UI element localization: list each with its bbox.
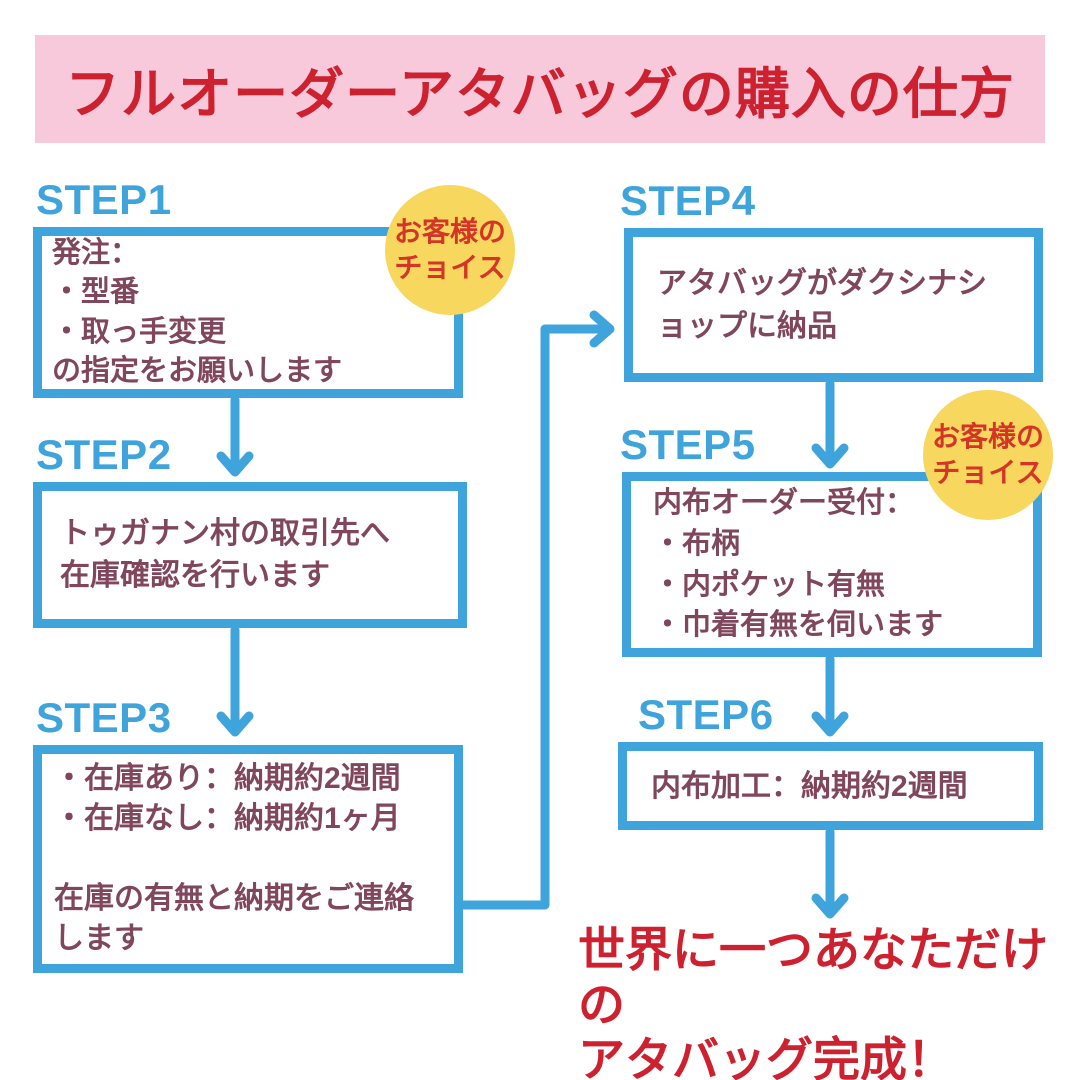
step4-text: アタバッグがダクシナシ ョップに納品 <box>657 266 987 344</box>
step6-box: 内布加工：納期約2週間 <box>618 742 1043 830</box>
arrowhead-step6-final <box>811 893 849 919</box>
arrowhead-step2-step3 <box>216 711 254 737</box>
arrowhead-step5-step6 <box>811 711 849 737</box>
step6-label: STEP6 <box>638 691 774 738</box>
step5-label: STEP5 <box>620 421 756 468</box>
arrowhead-step3-step4 <box>589 310 615 348</box>
customer-choice-badge-step1: お客様の チョイス <box>385 185 515 315</box>
step5-text: 内布オーダー受付： ・布柄 ・内ポケット有無 ・巾着有無を伺います <box>653 487 944 642</box>
completion-caption: 世界に一つあなただけの アタバッグ完成！ <box>578 923 1048 1080</box>
step3-box: ・在庫あり：納期約2週間 ・在庫なし：納期約1ヶ月 在庫の有無と納期をご連絡 し… <box>33 745 463 973</box>
arrowhead-step4-step5 <box>811 443 849 469</box>
arrowhead-step1-step2 <box>216 451 254 477</box>
step4-label: STEP4 <box>620 177 756 224</box>
page-title: フルオーダーアタバッグの購入の仕方 <box>65 63 1015 125</box>
step3-label: STEP3 <box>36 694 172 741</box>
step3-text: ・在庫あり：納期約2週間 ・在庫なし：納期約1ヶ月 在庫の有無と納期をご連絡 し… <box>54 762 414 955</box>
step4-box: アタバッグがダクシナシ ョップに納品 <box>624 228 1043 382</box>
title-banner: フルオーダーアタバッグの購入の仕方 <box>35 35 1045 143</box>
step2-label: STEP2 <box>36 431 172 478</box>
step2-box: トゥガナン村の取引先へ 在庫確認を行います <box>33 482 467 628</box>
step1-text: 発注： ・型番 ・取っ手変更 の指定をお願いします <box>52 236 343 387</box>
step6-text: 内布加工：納期約2週間 <box>651 769 968 803</box>
customer-choice-badge-step5: お客様の チョイス <box>923 390 1053 520</box>
step1-label: STEP1 <box>36 176 172 223</box>
step2-text: トゥガナン村の取引先へ 在庫確認を行います <box>60 517 390 592</box>
arrow-step3-step4 <box>458 324 611 910</box>
